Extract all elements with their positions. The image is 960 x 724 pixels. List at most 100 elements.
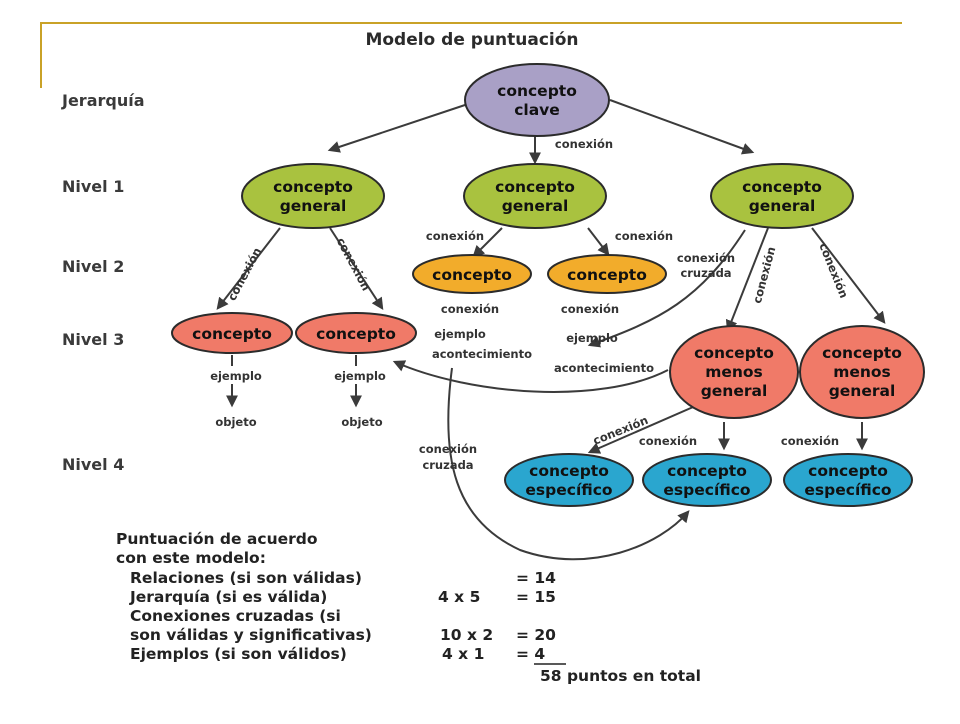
node-concept-d-shape — [547, 254, 667, 294]
node-general-3-shape — [710, 163, 854, 229]
node-general-1-shape — [241, 163, 385, 229]
accent-line-top — [40, 22, 902, 24]
node-concept-c-label: concepto — [432, 266, 512, 284]
scoring-summary: Puntuación de acuerdo con este modelo: R… — [116, 530, 701, 685]
label-ejemplo-a: ejemplo — [210, 369, 262, 383]
node-concept-b: concepto — [295, 312, 417, 354]
label-conexion-specific-2: conexión — [639, 434, 697, 448]
node-key-line-2: clave — [514, 101, 560, 119]
edge-key-general1 — [327, 101, 475, 153]
scoring-row-3-label: Conexiones cruzadas (si — [130, 607, 341, 625]
node-less-general-2-line-3: general — [829, 382, 896, 400]
label-cruzada-1-line-2: cruzada — [680, 266, 731, 280]
scoring-total: 58 puntos en total — [540, 667, 701, 685]
node-general-3-line-2: general — [749, 197, 816, 215]
scoring-row-2-label: Jerarquía (si es válida) — [129, 588, 327, 606]
node-specific-2-line-1: concepto — [667, 462, 747, 480]
label-cruzada-1-line-1: conexión — [677, 251, 735, 265]
scoring-row-2-result: = 15 — [516, 588, 556, 606]
scoring-row-1-label: Relaciones (si son válidas) — [130, 569, 362, 587]
node-concept-d-label: concepto — [567, 266, 647, 284]
node-concept-d: concepto — [547, 254, 667, 294]
node-general-1-line-2: general — [280, 197, 347, 215]
diagram-title: Modelo de puntuación — [365, 30, 578, 50]
label-cruzada-2-line-1: conexión — [419, 442, 477, 456]
node-less-general-2-line-1: concepto — [822, 344, 902, 362]
label-conexion-rotated-2: conexión — [334, 235, 374, 293]
edge-general3-less-general-2 — [811, 227, 886, 324]
node-specific-1-line-1: concepto — [529, 462, 609, 480]
node-specific-3: concepto específico — [783, 453, 913, 507]
node-general-1-line-1: concepto — [273, 178, 353, 196]
node-specific-3-line-1: concepto — [808, 462, 888, 480]
node-specific-2-shape — [642, 453, 772, 507]
node-less-general-2: concepto menos general — [799, 325, 925, 419]
label-ejemplo-concept-c: ejemplo — [434, 327, 486, 341]
scoring-row-2-formula: 4 x 5 — [438, 588, 480, 606]
scoring-row-1-result: = 14 — [516, 569, 556, 587]
node-specific-1: concepto específico — [504, 453, 634, 507]
edge-cross-general3-concept-d — [587, 229, 746, 348]
label-conexion-concept-d: conexión — [561, 302, 619, 316]
node-concept-b-label: concepto — [316, 325, 396, 343]
label-cruzada-2-line-2: cruzada — [422, 458, 473, 472]
label-conexion-rotated-4: conexión — [816, 241, 851, 300]
node-general-3: concepto general — [710, 163, 854, 229]
scoring-row-5-label: Ejemplos (si son válidos) — [130, 645, 347, 663]
node-less-general-2-line-2: menos — [833, 363, 891, 381]
level-label-nivel-2: Nivel 2 — [62, 257, 124, 276]
connectors — [216, 99, 886, 561]
scoring-row-5-result: = 4 — [516, 645, 545, 663]
scoring-heading-line-1: Puntuación de acuerdo — [116, 530, 318, 548]
edge-general2-concept-d — [587, 227, 610, 256]
node-specific-3-line-2: específico — [804, 481, 891, 499]
node-specific-3-shape — [783, 453, 913, 507]
level-label-nivel-1: Nivel 1 — [62, 177, 124, 196]
node-specific-1-line-2: específico — [525, 481, 612, 499]
scoring-heading-line-2: con este modelo: — [116, 549, 266, 567]
node-key-line-1: concepto — [497, 82, 577, 100]
node-general-1: concepto general — [241, 163, 385, 229]
level-label-jerarquia: Jerarquía — [61, 91, 145, 110]
level-label-nivel-4: Nivel 4 — [62, 455, 124, 474]
label-conexion-key: conexión — [555, 137, 613, 151]
node-specific-2: concepto específico — [642, 453, 772, 507]
node-concept-c-shape — [412, 254, 532, 294]
node-specific-1-shape — [504, 453, 634, 507]
edge-general2-concept-c — [472, 227, 503, 258]
scoring-row-5-formula: 4 x 1 — [442, 645, 484, 663]
node-less-general-1-line-1: concepto — [694, 344, 774, 362]
label-acontecimiento-2: acontecimiento — [554, 361, 654, 375]
edge-cross-less-general-concept-b — [392, 360, 669, 393]
label-conexion-left: conexión — [426, 229, 484, 243]
scoring-row-4-result: = 20 — [516, 626, 556, 644]
accent-line-left — [40, 22, 42, 88]
edge-general1-concept-b — [329, 227, 384, 311]
label-conexion-rotated-1: conexión — [225, 245, 265, 303]
node-concept-c: concepto — [412, 254, 532, 294]
node-concept-a: concepto — [171, 312, 293, 354]
node-less-general-1: concepto menos general — [669, 325, 799, 419]
node-key-concept: concepto clave — [464, 63, 610, 137]
node-less-general-1-line-3: general — [701, 382, 768, 400]
node-general-3-line-1: concepto — [742, 178, 822, 196]
label-conexion-rotated-3: conexión — [750, 245, 779, 305]
node-general-2-shape — [463, 163, 607, 229]
node-specific-2-line-2: específico — [663, 481, 750, 499]
node-concept-a-shape — [171, 312, 293, 354]
node-less-general-1-shape — [669, 325, 799, 419]
level-label-nivel-3: Nivel 3 — [62, 330, 124, 349]
label-acontecimiento-1: acontecimiento — [432, 347, 532, 361]
node-key-shape — [464, 63, 610, 137]
scoring-row-4-label: son válidas y significativas) — [130, 626, 372, 644]
edge-general3-less-general-1 — [725, 227, 769, 333]
node-less-general-1-line-2: menos — [705, 363, 763, 381]
node-concept-a-label: concepto — [192, 325, 272, 343]
edge-general1-concept-a — [216, 227, 281, 310]
edge-cross-concept-c-specific-2 — [447, 367, 690, 561]
label-objeto-2: objeto — [341, 415, 382, 429]
node-general-2-line-2: general — [502, 197, 569, 215]
node-general-2: concepto general — [463, 163, 607, 229]
